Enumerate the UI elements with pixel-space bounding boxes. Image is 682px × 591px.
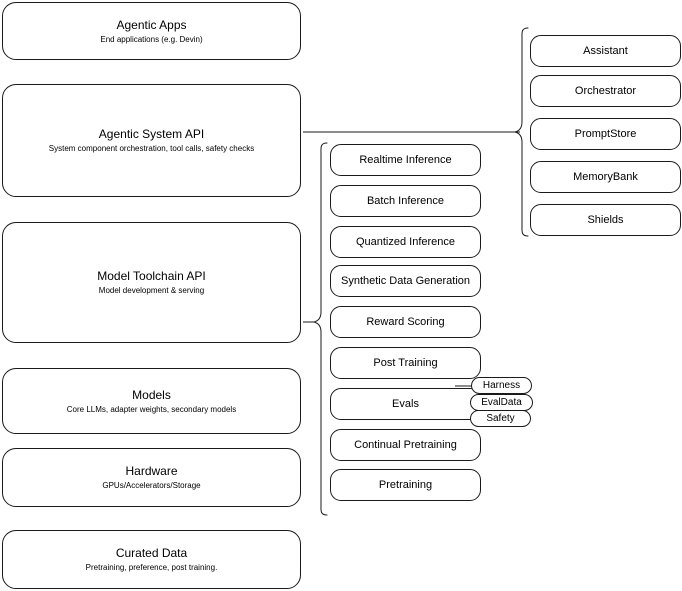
evals-subcomponent-label: Safety [486, 413, 515, 424]
capability-label: Synthetic Data Generation [340, 275, 471, 287]
system-component-promptstore[interactable]: PromptStore [530, 118, 681, 150]
system-component-assistant[interactable]: Assistant [530, 35, 681, 67]
capability-label: Quantized Inference [355, 236, 456, 248]
layer-hardware[interactable]: Hardware GPUs/Accelerators/Storage [2, 448, 301, 507]
layer-agentic-system-api[interactable]: Agentic System API System component orch… [2, 84, 301, 197]
layer-curated-data[interactable]: Curated Data Pretraining, preference, po… [2, 530, 301, 589]
layer-title: Models [132, 387, 171, 402]
layer-title: Agentic System API [98, 127, 205, 141]
capability-label: Post Training [373, 357, 438, 369]
layer-subtitle: GPUs/Accelerators/Storage [102, 481, 201, 490]
system-component-label: PromptStore [574, 128, 637, 140]
capability-batch-inference[interactable]: Batch Inference [330, 185, 481, 217]
capability-label: Continual Pretraining [354, 439, 457, 451]
capability-label: Reward Scoring [366, 316, 445, 328]
layer-title: Model Toolchain API [97, 269, 206, 283]
system-component-label: Assistant [583, 45, 628, 57]
layer-model-toolchain-api[interactable]: Model Toolchain API Model development & … [2, 222, 301, 343]
capability-post-training[interactable]: Post Training [330, 347, 481, 379]
evals-subcomponent-harness[interactable]: Harness [471, 377, 532, 394]
system-component-label: Shields [587, 214, 624, 226]
capability-label: Pretraining [378, 479, 433, 491]
evals-subcomponent-label: EvalData [481, 397, 522, 408]
system-component-orchestrator[interactable]: Orchestrator [530, 75, 681, 107]
layer-models[interactable]: Models Core LLMs, adapter weights, secon… [2, 368, 301, 434]
layer-title: Curated Data [115, 546, 188, 560]
evals-subcomponent-evaldata[interactable]: EvalData [470, 394, 533, 411]
capability-evals[interactable]: Evals [330, 388, 481, 420]
layer-title: Hardware [125, 464, 178, 478]
capability-realtime-inference[interactable]: Realtime Inference [330, 144, 481, 176]
capability-synthetic-data-generation[interactable]: Synthetic Data Generation [330, 265, 481, 297]
layer-subtitle: Core LLMs, adapter weights, secondary mo… [66, 404, 237, 414]
layer-subtitle: Pretraining, preference, post training. [85, 563, 218, 572]
capability-label: Evals [392, 398, 419, 410]
layer-title: Agentic Apps [116, 17, 187, 32]
layer-subtitle: End applications (e.g. Devin) [100, 34, 203, 44]
system-component-memorybank[interactable]: MemoryBank [530, 161, 681, 193]
capability-label: Batch Inference [366, 195, 445, 207]
capability-reward-scoring[interactable]: Reward Scoring [330, 306, 481, 338]
capability-continual-pretraining[interactable]: Continual Pretraining [330, 429, 481, 461]
layer-subtitle: System component orchestration, tool cal… [48, 144, 255, 153]
capability-quantized-inference[interactable]: Quantized Inference [330, 226, 481, 258]
capability-pretraining[interactable]: Pretraining [330, 469, 481, 501]
system-component-label: Orchestrator [574, 85, 637, 97]
layer-agentic-apps[interactable]: Agentic Apps End applications (e.g. Devi… [2, 2, 301, 60]
system-component-label: MemoryBank [573, 171, 638, 183]
layer-subtitle: Model development & serving [98, 286, 205, 295]
capability-label: Realtime Inference [359, 154, 452, 166]
evals-subcomponent-safety[interactable]: Safety [470, 410, 531, 427]
system-component-shields[interactable]: Shields [530, 204, 681, 236]
evals-subcomponent-label: Harness [482, 380, 521, 391]
